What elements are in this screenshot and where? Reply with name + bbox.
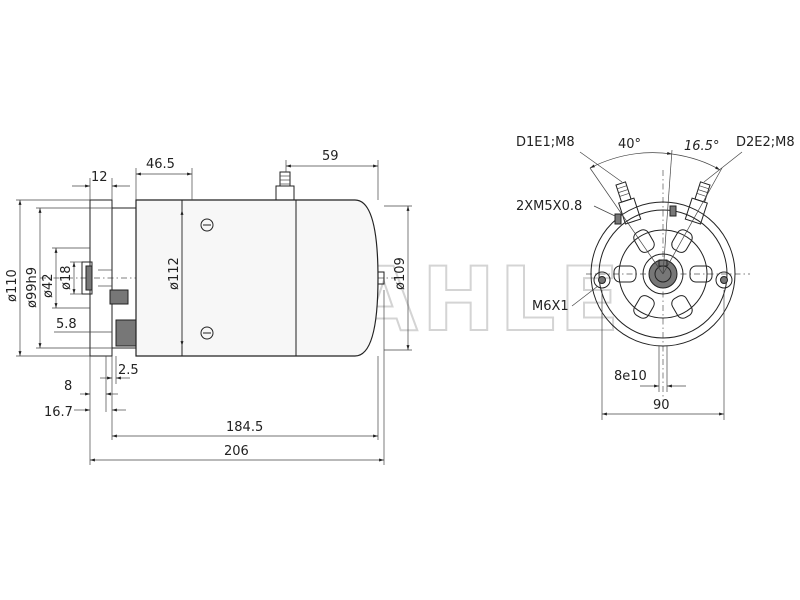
angle-ray (589, 167, 664, 275)
shaft-keyway (658, 259, 668, 267)
body-screw-icon (200, 218, 214, 232)
label-d1e1: D1E1;M8 (516, 135, 575, 150)
label-m6x1: M6X1 (532, 299, 569, 314)
flange-boss (115, 319, 137, 347)
mount-hole-icon (715, 271, 733, 289)
mount-hole-icon (593, 271, 611, 289)
angle-40-arc (589, 151, 673, 169)
hub-outer (642, 253, 684, 295)
flange-bolt (109, 289, 129, 305)
leader-d1e1 (579, 151, 623, 183)
dim-184-5: 184.5 (226, 420, 263, 435)
body-screw-icon (200, 326, 214, 340)
dim-18: ø18 (59, 266, 74, 291)
dim-42: ø42 (41, 274, 56, 299)
dim-206: 206 (224, 444, 249, 459)
terminal-d1-icon (615, 181, 642, 225)
dim-2-5: 2.5 (118, 363, 139, 378)
terminal-stud (275, 171, 295, 201)
dim-99h9: ø99h9 (25, 267, 40, 308)
end-spokes (613, 229, 713, 319)
end-view: 40° 16.5° D1E1;M8 D2E2;M8 2XM5X0.8 M6X1 … (516, 135, 795, 420)
dim-109: ø109 (393, 257, 408, 290)
leader-m6x1 (571, 285, 599, 307)
dim-59: 59 (322, 149, 339, 164)
angle-16-5-label: 16.5° (684, 139, 719, 154)
angle-40-label: 40° (618, 137, 641, 152)
angle-ray (662, 167, 723, 275)
leader-holes (593, 205, 616, 217)
small-screw-icon (669, 205, 677, 217)
dim-8e10: 8e10 (614, 369, 647, 384)
dim-110: ø110 (5, 269, 20, 302)
dim-5-8: 5.8 (56, 317, 77, 332)
dim-112: ø112 (167, 257, 182, 290)
terminal-d2-icon (684, 181, 711, 225)
small-screw-icon (614, 213, 622, 225)
dim-16-7: 16.7 (44, 405, 73, 420)
dim-8: 8 (64, 379, 72, 394)
shaft-key (85, 265, 93, 291)
angle-ray (662, 149, 673, 275)
rear-nub (377, 271, 385, 285)
dim-12: 12 (91, 170, 108, 185)
angle-16-5-arc (671, 153, 721, 171)
end-inner-ring (618, 229, 708, 319)
end-housing (590, 201, 736, 347)
leader-d2e2 (703, 151, 743, 183)
dim-46-5: 46.5 (146, 157, 175, 172)
side-view: 12 46.5 59 ø110 ø99h9 ø42 ø18 5.8 ø112 ø… (5, 149, 412, 465)
label-holes: 2XM5X0.8 (516, 199, 582, 214)
dim-90: 90 (653, 398, 670, 413)
label-d2e2: D2E2;M8 (736, 135, 795, 150)
end-housing-ring (598, 209, 728, 339)
